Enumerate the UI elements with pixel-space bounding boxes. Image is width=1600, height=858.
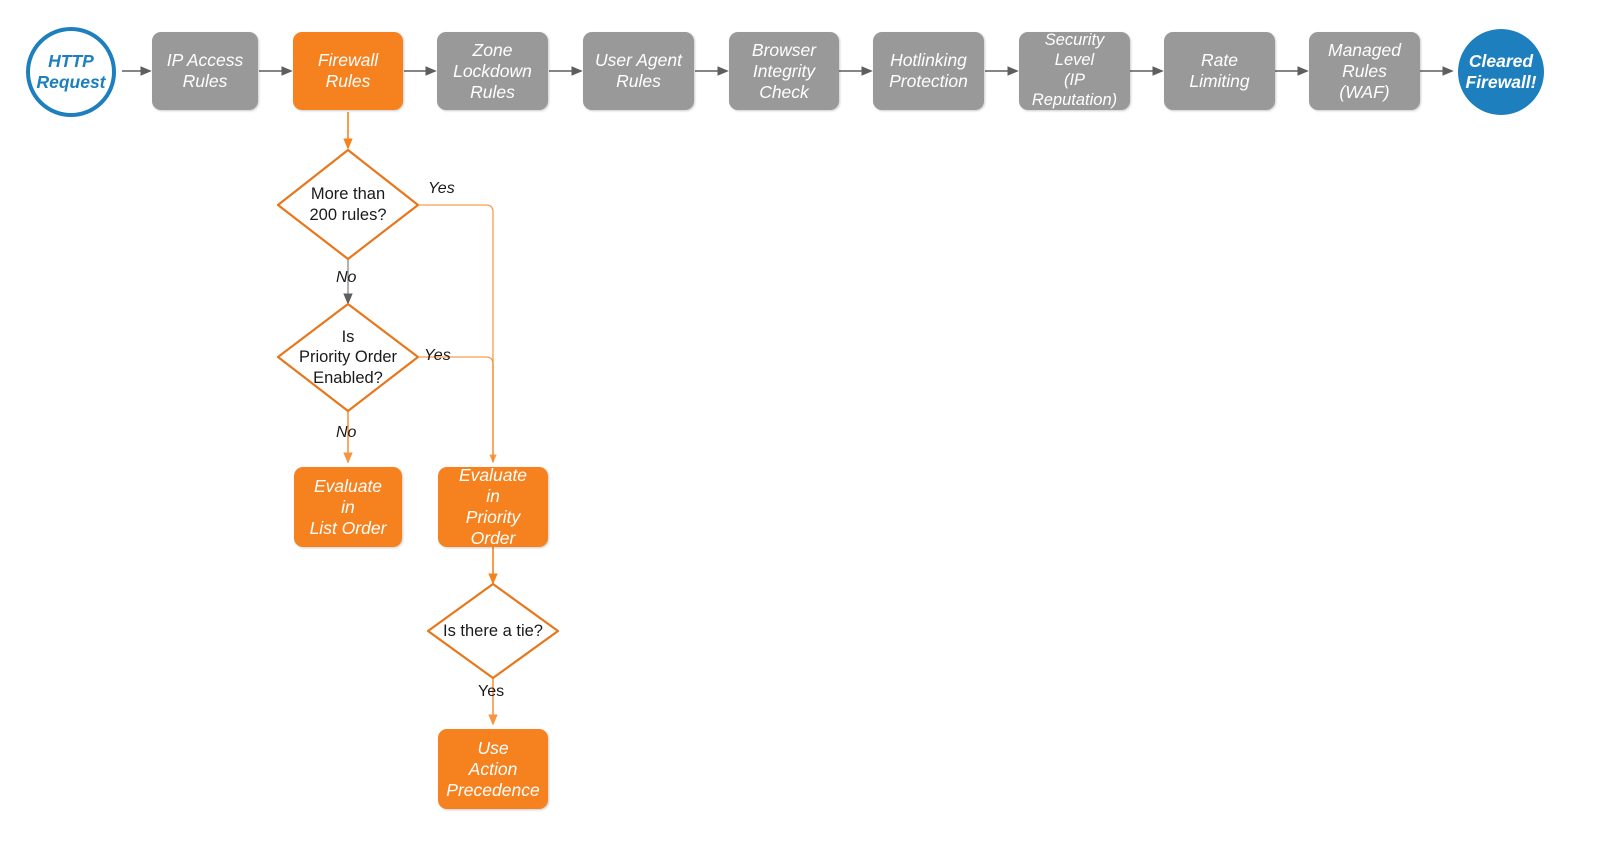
node-use-action-precedence[interactable]: Use Action Precedence (438, 729, 548, 809)
rate-limiting-line1: Rate (1201, 50, 1238, 70)
zone-lockdown-rules-line2: Lockdown (453, 60, 532, 81)
node-user-agent-rules[interactable]: User Agent Rules (583, 32, 694, 110)
ip-access-rules-line1: IP Access (166, 50, 244, 70)
hotlinking-protection-line2: Protection (889, 71, 968, 91)
managed-rules-waf-line3: (WAF) (1339, 81, 1390, 102)
use-action-precedence-line2: Action (468, 758, 518, 779)
zone-lockdown-rules-line1: Zone (472, 39, 513, 60)
node-evaluate-in-list-order[interactable]: Evaluate in List Order (294, 467, 402, 547)
user-agent-rules-line2: Rules (616, 71, 661, 91)
cleared-firewall-label-line1: Cleared (1468, 51, 1534, 71)
edge-label-no-more-than-200-rules: No (336, 269, 357, 286)
managed-rules-waf-line1: Managed (1328, 39, 1401, 60)
more-than-200-rules-line2: 200 rules? (309, 205, 387, 224)
evaluate-in-priority-order-line2: in (486, 486, 500, 506)
edge-label-yes-is-there-a-tie: Yes (478, 683, 505, 700)
security-level-line2: Level (1054, 51, 1095, 70)
node-firewall-rules[interactable]: Firewall Rules (293, 32, 403, 110)
priority-order-enabled-line2: Priority Order (298, 348, 398, 367)
rate-limiting-line2: Limiting (1189, 71, 1250, 91)
node-cleared-firewall[interactable]: Cleared Firewall! (1458, 29, 1544, 115)
edge-label-yes-more-than-200-rules: Yes (428, 180, 455, 197)
hotlinking-protection-line1: Hotlinking (890, 50, 967, 70)
evaluate-in-list-order-line1: Evaluate (313, 475, 383, 496)
node-ip-access-rules[interactable]: IP Access Rules (152, 32, 258, 110)
managed-rules-waf-line2: Rules (1342, 60, 1387, 81)
node-security-level[interactable]: Security Level (IP Reputation) (1019, 31, 1130, 110)
priority-order-enabled-line3: Enabled? (313, 368, 383, 387)
http-request-label-line1: HTTP (48, 51, 94, 71)
evaluate-in-priority-order-line1: Evaluate (458, 465, 528, 485)
decision-priority-order-enabled[interactable]: Is Priority Order Enabled? (278, 304, 418, 411)
decision-more-than-200-rules[interactable]: More than 200 rules? (278, 150, 418, 259)
node-hotlinking-protection[interactable]: Hotlinking Protection (873, 32, 984, 110)
firewall-rules-line1: Firewall (317, 50, 379, 70)
decision-is-there-a-tie[interactable]: Is there a tie? (428, 584, 558, 678)
http-request-label-line2: Request (36, 72, 106, 92)
node-rate-limiting[interactable]: Rate Limiting (1164, 32, 1275, 110)
evaluate-in-list-order-line2: in (341, 496, 355, 517)
priority-order-enabled-line1: Is (341, 327, 355, 346)
cleared-firewall-label-line2: Firewall! (1465, 72, 1537, 92)
browser-integrity-check-line2: Integrity (752, 60, 816, 81)
security-level-line1: Security (1044, 31, 1105, 50)
node-evaluate-in-priority-order[interactable]: Evaluate in Priority Order (438, 465, 548, 548)
browser-integrity-check-line3: Check (759, 81, 809, 102)
node-managed-rules-waf[interactable]: Managed Rules (WAF) (1309, 32, 1420, 110)
zone-lockdown-rules-line3: Rules (470, 81, 515, 102)
evaluate-in-list-order-line3: List Order (309, 517, 387, 538)
node-http-request[interactable]: HTTP Request (26, 27, 116, 117)
firewall-rules-line2: Rules (325, 71, 371, 91)
security-level-line3: (IP Reputation) (1031, 71, 1118, 109)
evaluate-in-priority-order-line3: Priority Order (465, 507, 521, 548)
use-action-precedence-line1: Use (477, 737, 509, 758)
edge-label-no-priority-order-enabled: No (336, 424, 357, 441)
node-zone-lockdown-rules[interactable]: Zone Lockdown Rules (437, 32, 548, 110)
is-there-a-tie-line1: Is there a tie? (443, 621, 543, 640)
more-than-200-rules-line1: More than (310, 184, 386, 203)
edge-label-yes-priority-order-enabled: Yes (424, 347, 451, 364)
ip-access-rules-line2: Rules (182, 71, 228, 91)
node-browser-integrity-check[interactable]: Browser Integrity Check (729, 32, 839, 110)
browser-integrity-check-line1: Browser (751, 39, 817, 60)
use-action-precedence-line3: Precedence (446, 779, 540, 800)
user-agent-rules-line1: User Agent (595, 50, 682, 70)
